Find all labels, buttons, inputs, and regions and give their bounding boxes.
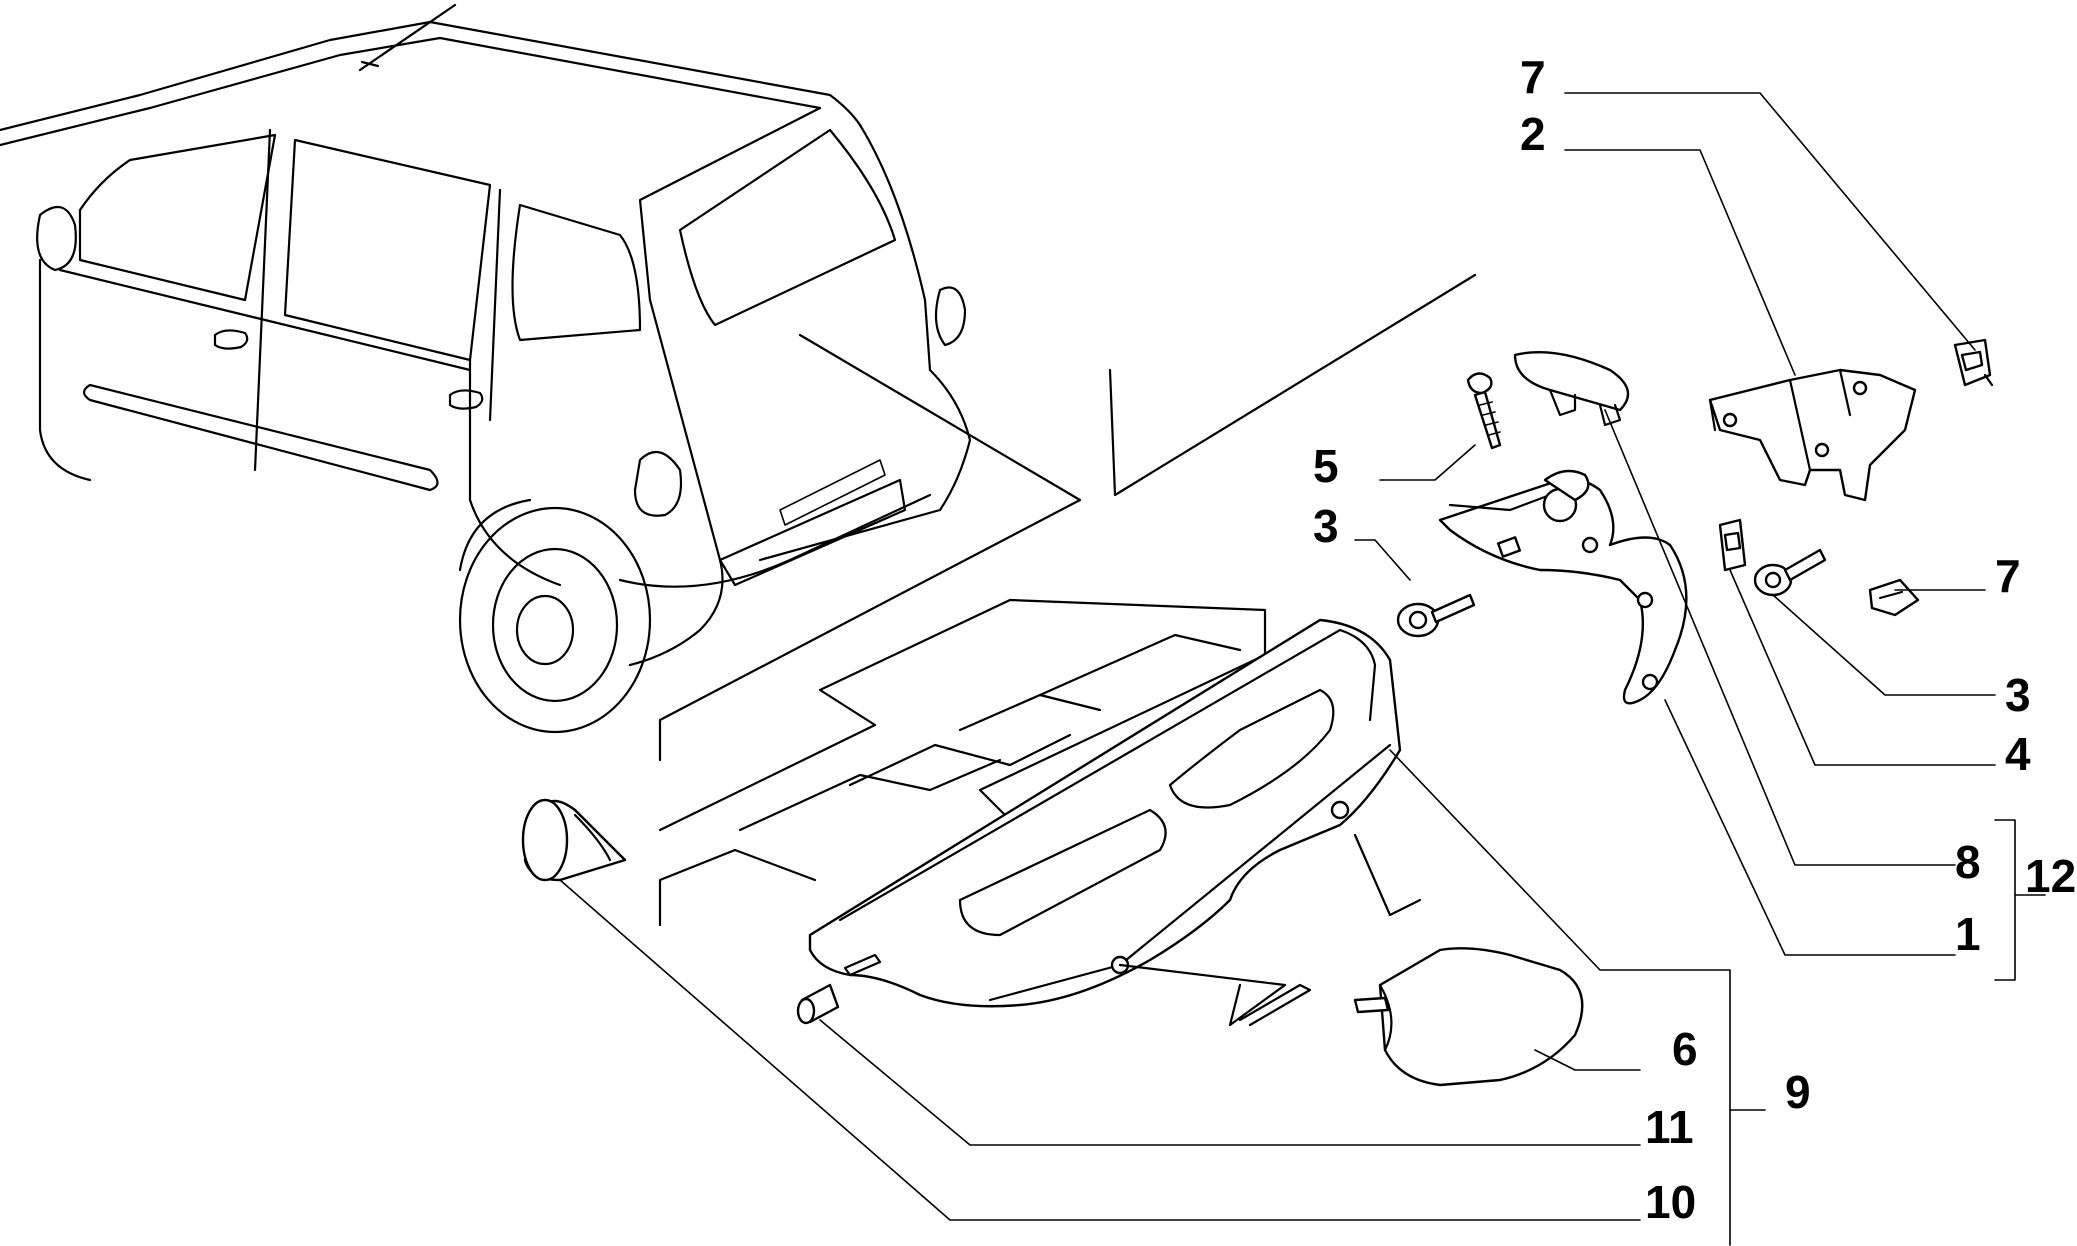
callout-11: 11 bbox=[1645, 1101, 1694, 1153]
callout-3-right: 3 bbox=[2005, 669, 2031, 721]
part-11-cap bbox=[796, 983, 840, 1025]
callout-12: 12 bbox=[2025, 850, 2076, 902]
part-3-screw-right bbox=[1753, 548, 1827, 597]
callout-1: 1 bbox=[1955, 908, 1981, 960]
part-2-mounting-plate bbox=[1708, 368, 1917, 502]
callout-7-top: 7 bbox=[1520, 51, 1546, 103]
callout-5: 5 bbox=[1313, 440, 1339, 492]
callout-2: 2 bbox=[1520, 108, 1546, 160]
part-4-clip bbox=[1718, 518, 1747, 572]
callout-6: 6 bbox=[1672, 1023, 1698, 1075]
callout-7-right: 7 bbox=[1995, 550, 2021, 602]
part-6-pad bbox=[1353, 947, 1584, 1087]
part-3-screw-left bbox=[1396, 593, 1476, 638]
callout-9: 9 bbox=[1785, 1066, 1811, 1118]
part-7-clip-nut bbox=[1868, 578, 1920, 617]
callout-8: 8 bbox=[1955, 836, 1981, 888]
leader-lines bbox=[559, 92, 2046, 1246]
callout-4: 4 bbox=[2005, 728, 2031, 780]
part-5-screw bbox=[1466, 372, 1502, 450]
callout-10: 10 bbox=[1645, 1176, 1696, 1228]
part-8-cover bbox=[1513, 350, 1630, 427]
callout-3-left: 3 bbox=[1313, 500, 1339, 552]
part-10-bumper-cone bbox=[521, 798, 627, 882]
parcel-shelf bbox=[658, 598, 1422, 1027]
car-illustration bbox=[0, 3, 1477, 762]
part-1-bracket bbox=[1438, 469, 1688, 705]
part-7-clip-top bbox=[1953, 338, 1994, 387]
